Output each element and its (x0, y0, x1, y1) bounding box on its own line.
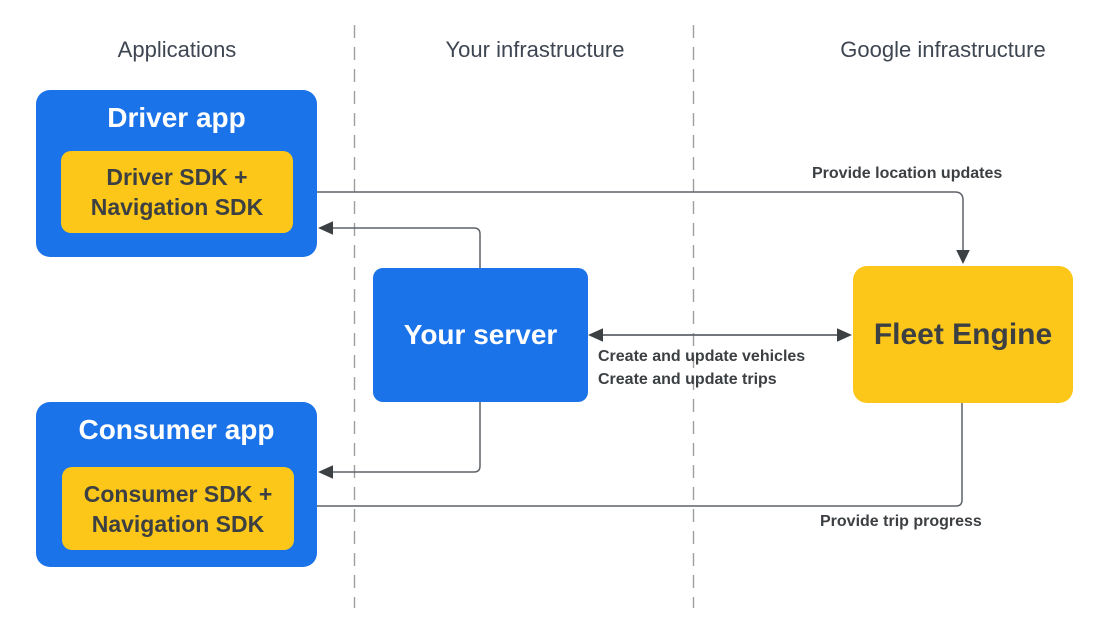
driver-sdk-label: Driver SDK + Navigation SDK (90, 164, 264, 220)
arrow-server-to-consumer (333, 402, 481, 473)
column-header-google-infrastructure: Google infrastructure (840, 37, 1046, 62)
consumer-app-title: Consumer app (78, 414, 275, 445)
label-provide-trip-progress: Provide trip progress (820, 513, 982, 530)
arrow-server-to-driver (333, 227, 481, 268)
arrowhead-server-to-consumer (318, 465, 333, 479)
consumer-sdk-label: Consumer SDK + Navigation SDK (83, 480, 273, 537)
arrowhead-location-updates (956, 250, 970, 264)
driver-sdk-node: Driver SDK + Navigation SDK (61, 151, 293, 233)
label-create-update-trips: Create and update trips (598, 371, 777, 388)
label-create-update-vehicles: Create and update vehicles (598, 348, 806, 365)
consumer-sdk-node: Consumer SDK + Navigation SDK (62, 467, 294, 550)
label-provide-location-updates: Provide location updates (812, 165, 1003, 182)
column-header-your-infrastructure: Your infrastructure (445, 37, 625, 62)
arrowhead-server-fleet-right (837, 328, 852, 342)
driver-app-title: Driver app (107, 102, 246, 133)
driver-app-node: Driver app Driver SDK + Navigation SDK (36, 90, 317, 257)
fleet-engine-node: Fleet Engine (853, 266, 1073, 403)
fleet-engine-title: Fleet Engine (873, 317, 1053, 351)
column-header-applications: Applications (117, 37, 237, 62)
arrowhead-server-to-driver (318, 221, 333, 235)
arrow-trip-progress (308, 403, 963, 507)
consumer-app-node: Consumer app Consumer SDK + Navigation S… (36, 402, 317, 567)
your-server-title: Your server (403, 319, 558, 350)
arrowhead-server-fleet-left (588, 328, 603, 342)
arrow-location-updates (293, 191, 964, 251)
your-server-node: Your server (373, 268, 588, 402)
